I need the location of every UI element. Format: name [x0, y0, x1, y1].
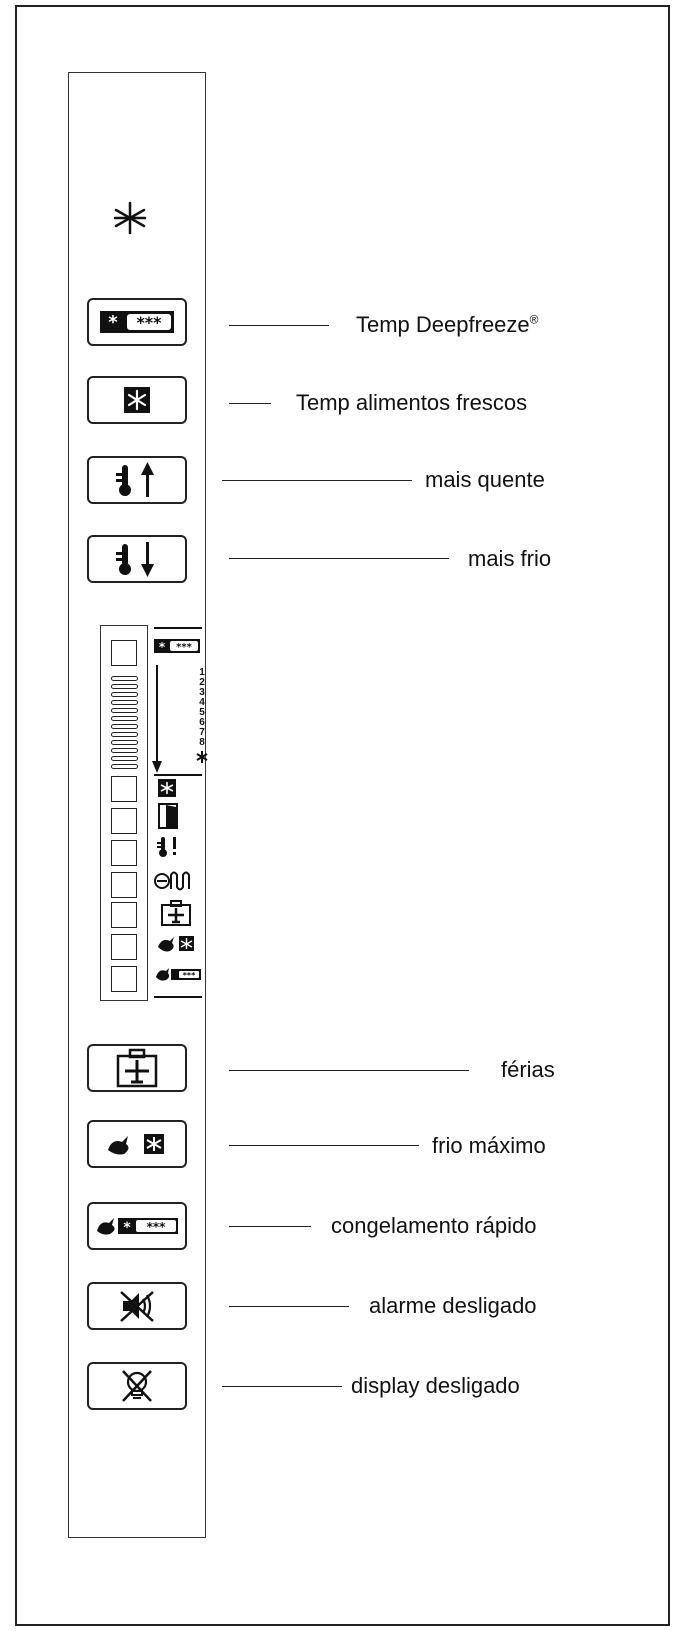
level-bar	[111, 708, 138, 713]
alarm-off-label: alarme desligado	[369, 1293, 537, 1318]
warmer-leader	[222, 480, 412, 481]
level-bar	[111, 756, 138, 761]
rabbit-deepfreeze-icon: * ***	[97, 1218, 178, 1236]
display-off-leader	[222, 1386, 342, 1387]
holiday-leader	[229, 1070, 469, 1071]
fresh-food-leader	[229, 403, 271, 404]
thermometer-down-icon	[116, 542, 154, 577]
page-frame	[15, 5, 670, 1626]
alarm-off-icon	[120, 1291, 154, 1322]
level-bar	[111, 748, 138, 753]
holiday-label: férias	[501, 1057, 555, 1082]
level-bar	[111, 732, 138, 737]
colder-leader	[229, 558, 449, 559]
alarm-off-button[interactable]	[87, 1282, 187, 1330]
level-bar	[111, 684, 138, 689]
fast-freeze-label: congelamento rápido	[331, 1213, 537, 1238]
level-number: 2	[199, 677, 205, 688]
max-cold-label: frio máximo	[432, 1133, 546, 1158]
temperature-alarm-icon	[157, 837, 176, 857]
display-off-button[interactable]	[87, 1362, 187, 1410]
colder-label: mais frio	[468, 546, 552, 571]
level-number: 8	[199, 737, 205, 748]
indicator-led	[111, 640, 137, 666]
control-strip	[68, 72, 206, 1538]
max-cold-leader	[229, 1145, 419, 1146]
suitcase-plane-icon	[161, 900, 191, 926]
level-number: 1	[199, 667, 205, 678]
rabbit-snowflake-icon	[108, 1134, 164, 1155]
display-off-label: display desligado	[351, 1373, 520, 1398]
level-number: 5	[199, 707, 205, 718]
svg-text:***: ***	[176, 642, 192, 653]
colder-button[interactable]	[87, 535, 187, 583]
thermometer-up-icon	[116, 462, 154, 497]
level-bar	[111, 740, 138, 745]
indicator-led	[111, 934, 137, 960]
deepfreeze-leader	[229, 325, 329, 326]
indicator-led	[111, 966, 137, 992]
deepfreeze-label: Temp Deepfreeze®	[356, 312, 539, 337]
warmer-label: mais quente	[425, 467, 545, 492]
panel-icons: * ***	[152, 627, 202, 998]
indicator-panel	[100, 625, 202, 1001]
level-bar	[111, 700, 138, 705]
fresh-food-snowflake-icon	[124, 387, 150, 413]
fast-freeze-button[interactable]: * ***	[87, 1202, 187, 1250]
svg-text:***: ***	[147, 1220, 167, 1234]
svg-text:*: *	[108, 312, 118, 333]
warmer-button[interactable]	[87, 456, 187, 504]
svg-text:*: *	[123, 1220, 131, 1236]
fresh-food-temp-button[interactable]	[87, 376, 187, 424]
svg-text:*: *	[159, 640, 166, 654]
indicator-led	[111, 840, 137, 866]
level-bar	[111, 692, 138, 697]
alarm-off-leader	[229, 1306, 349, 1307]
level-number: 7	[199, 727, 205, 738]
indicator-led	[111, 902, 137, 928]
level-bar	[111, 676, 138, 681]
rabbit-deepfreeze-icon: ***	[156, 968, 201, 981]
level-bar	[111, 764, 138, 769]
level-number: 6	[199, 717, 205, 728]
level-snowflake-icon	[196, 751, 208, 763]
max-cold-button[interactable]	[87, 1120, 187, 1168]
suitcase-plane-icon	[116, 1048, 158, 1088]
deepfreeze-stars-icon: * ***	[154, 639, 200, 654]
defrost-icon	[154, 871, 190, 891]
fresh-food-snowflake-icon	[158, 779, 176, 797]
rabbit-snowflake-icon	[158, 936, 194, 952]
indicator-led	[111, 872, 137, 898]
display-off-icon	[122, 1370, 152, 1402]
fresh-food-label: Temp alimentos frescos	[296, 390, 528, 415]
level-bar	[111, 716, 138, 721]
level-number: 4	[199, 697, 205, 708]
indicator-led	[111, 808, 137, 834]
deepfreeze-temp-button[interactable]: * ***	[87, 298, 187, 346]
snowflake-icon	[113, 201, 147, 235]
svg-text:***: ***	[136, 313, 162, 332]
indicator-led	[111, 776, 137, 802]
svg-text:***: ***	[183, 971, 196, 980]
level-bar	[111, 724, 138, 729]
fast-freeze-leader	[229, 1226, 311, 1227]
door-open-icon	[158, 803, 178, 829]
indicator-column	[100, 625, 148, 1001]
deepfreeze-stars-icon: * ***	[100, 311, 174, 333]
level-number: 3	[199, 687, 205, 698]
holiday-button[interactable]	[87, 1044, 187, 1092]
